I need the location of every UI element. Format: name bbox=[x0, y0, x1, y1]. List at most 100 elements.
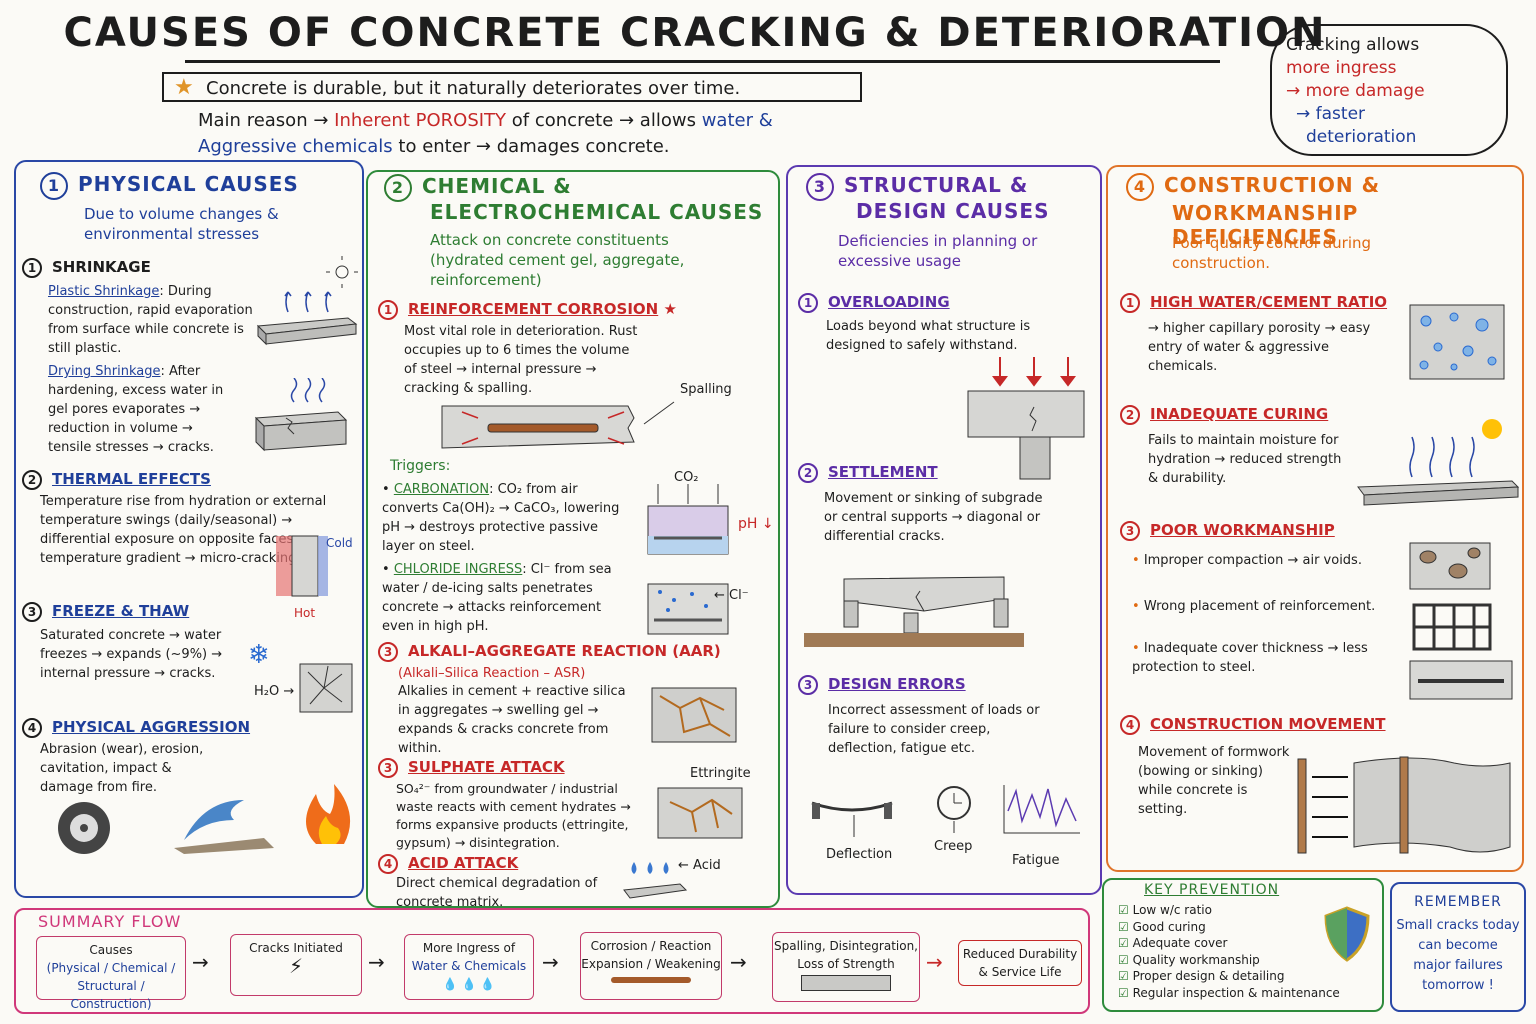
workmanship-b1-text: Improper compaction → air voids. bbox=[1143, 553, 1362, 568]
workmanship-b3: • Inadequate cover thickness → less prot… bbox=[1132, 641, 1368, 675]
summary-step1-l2: (Physical / Chemical / bbox=[46, 961, 176, 975]
chloride-label: ← Cl⁻ bbox=[714, 588, 749, 603]
drying-shrinkage: Drying Shrinkage: After hardening, exces… bbox=[48, 362, 238, 457]
thermal-cold-label: Cold bbox=[326, 536, 353, 550]
plastic-shrinkage-text: : During construction, rapid evaporation… bbox=[48, 284, 253, 356]
spalling-label: Spalling bbox=[680, 382, 732, 397]
prevention-item: ☑ Good curing bbox=[1118, 919, 1206, 934]
physical-subtitle: Due to volume changes & environmental st… bbox=[84, 205, 279, 243]
aggression-text: Abrasion (wear), erosion, cavitation, im… bbox=[40, 742, 204, 795]
co2-label: CO₂ bbox=[674, 470, 699, 485]
prevention-item: ☑ Adequate cover bbox=[1118, 936, 1228, 950]
remember-l3: major failures bbox=[1413, 958, 1503, 973]
aggression-illustration bbox=[58, 784, 351, 854]
summary-step3-l1: More Ingress of bbox=[422, 941, 516, 955]
workmanship-b2-text: Wrong placement of reinforcement. bbox=[1143, 599, 1376, 614]
remember-title: REMEMBER bbox=[1414, 894, 1502, 910]
structural-subtitle: Deficiencies in planning or excessive us… bbox=[838, 232, 1038, 270]
overloading-beam-illustration bbox=[967, 357, 1085, 480]
crack-icon: ⚡ bbox=[288, 954, 304, 978]
check-icon: ☑ bbox=[1118, 903, 1129, 917]
acid-label: ← Acid bbox=[678, 858, 721, 873]
chemical-number: 2 bbox=[384, 174, 412, 202]
workmanship-title: POOR WORKMANSHIP bbox=[1150, 521, 1335, 539]
summary-step4-l1: Corrosion / Reaction bbox=[590, 939, 712, 953]
triggers-label: Triggers: bbox=[390, 458, 451, 474]
water-drops-icon: 💧 💧 💧 bbox=[442, 977, 496, 991]
fatigue-graph-icon bbox=[1003, 785, 1080, 834]
rebar-corrosion-illustration bbox=[441, 401, 675, 449]
summary-title: SUMMARY FLOW bbox=[38, 912, 182, 931]
summary-arrow-1: → bbox=[192, 950, 209, 974]
design-errors-text: Incorrect assessment of loads or failure… bbox=[828, 703, 1040, 756]
drying-shrinkage-slab-illustration bbox=[254, 378, 348, 452]
intro-main-reason: Main reason → bbox=[198, 110, 329, 131]
workmanship-b3-text: Inadequate cover thickness → less protec… bbox=[1132, 641, 1368, 675]
chloride-illustration bbox=[647, 583, 729, 635]
intro-text: Main reason → Inherent POROSITY of concr… bbox=[198, 108, 958, 160]
summary-step3-l2: Water & Chemicals bbox=[411, 959, 527, 973]
summary-step5-l1: Spalling, Disintegration, bbox=[774, 939, 918, 953]
intro-line1: Concrete is durable, but it naturally de… bbox=[206, 78, 741, 99]
workmanship-b2: • Wrong placement of reinforcement. bbox=[1132, 599, 1376, 614]
chloride: • CHLORIDE INGRESS: Cl⁻ from sea water /… bbox=[382, 562, 612, 634]
check-icon: ☑ bbox=[1118, 936, 1129, 950]
chloride-text: : Cl⁻ from sea water / de-icing salts pe… bbox=[382, 562, 612, 634]
creep-clock-icon bbox=[937, 786, 971, 833]
summary-arrow-4: → bbox=[730, 950, 747, 974]
summary-step-reduced: Reduced Durability & Service Life bbox=[958, 940, 1082, 986]
wc-ratio-title: HIGH WATER/CEMENT RATIO bbox=[1150, 293, 1388, 311]
intro-water: water & bbox=[701, 110, 773, 131]
title-underline bbox=[185, 60, 1220, 63]
structural-title1: STRUCTURAL & bbox=[844, 173, 1029, 197]
star-icon: ★ bbox=[174, 75, 194, 100]
settlement-text: Movement or sinking of subgrade or centr… bbox=[824, 491, 1043, 544]
plastic-shrinkage-head: Plastic Shrinkage bbox=[48, 284, 160, 299]
freeze-text: Saturated concrete → water freezes → exp… bbox=[40, 628, 223, 681]
remember-l1: Small cracks today bbox=[1396, 918, 1520, 933]
remember-panel: REMEMBER Small cracks today can become m… bbox=[1390, 882, 1526, 1012]
summary-step-ingress: More Ingress of Water & Chemicals 💧 💧 💧 bbox=[404, 934, 534, 1000]
movement-title: CONSTRUCTION MOVEMENT bbox=[1150, 715, 1386, 733]
prevention-item: ☑ Regular inspection & maintenance bbox=[1118, 985, 1340, 1000]
carbonation-head: CARBONATION bbox=[393, 482, 490, 497]
formwork-movement-illustration bbox=[1297, 756, 1511, 854]
summary-step1-l3: Structural / Construction) bbox=[70, 979, 152, 1011]
check-icon: ☑ bbox=[1118, 919, 1129, 934]
intro-inherent: Inherent bbox=[334, 110, 410, 131]
drying-shrinkage-text: : After hardening, excess water in gel p… bbox=[48, 364, 224, 455]
remember-l4: tomorrow ! bbox=[1422, 978, 1494, 993]
structural-number: 3 bbox=[806, 173, 834, 201]
cloud-line4: → faster bbox=[1296, 104, 1366, 124]
aar-subtitle: (Alkali–Silica Reaction – ASR) bbox=[398, 666, 586, 681]
sulphate-text: SO₄²⁻ from groundwater / industrial wast… bbox=[396, 781, 631, 850]
summary-step5-l2: Loss of Strength bbox=[797, 957, 895, 971]
prevention-item: ☑ Proper design & detailing bbox=[1118, 969, 1285, 983]
corrosion-text: Most vital role in deterioration. Rust o… bbox=[404, 324, 638, 396]
chemical-title2: ELECTROCHEMICAL CAUSES bbox=[430, 200, 764, 224]
key-prevention-panel: KEY PREVENTION ☑ Low w/c ratio ☑ Good cu… bbox=[1102, 878, 1384, 1012]
wc-ratio-text: → higher capillary porosity → easy entry… bbox=[1148, 321, 1371, 374]
chemical-title1: CHEMICAL & bbox=[422, 174, 572, 198]
aar-cracked-illustration bbox=[651, 687, 737, 743]
prevention-item: ☑ Low w/c ratio bbox=[1118, 903, 1212, 917]
ph-label: pH ↓ bbox=[738, 516, 774, 532]
carbonation-text: : CO₂ from air converts Ca(OH)₂ → CaCO₃,… bbox=[382, 482, 620, 554]
structural-title-row: 3 STRUCTURAL & bbox=[806, 173, 1028, 201]
construction-title2: WORKMANSHIP DEFICIENCIES bbox=[1172, 201, 1359, 249]
acid-title: ACID ATTACK bbox=[408, 854, 519, 872]
prevention-item: ☑ Quality workmanship bbox=[1118, 952, 1260, 967]
tire-icon bbox=[58, 802, 110, 854]
plastic-shrinkage-slab-illustration bbox=[256, 256, 358, 346]
